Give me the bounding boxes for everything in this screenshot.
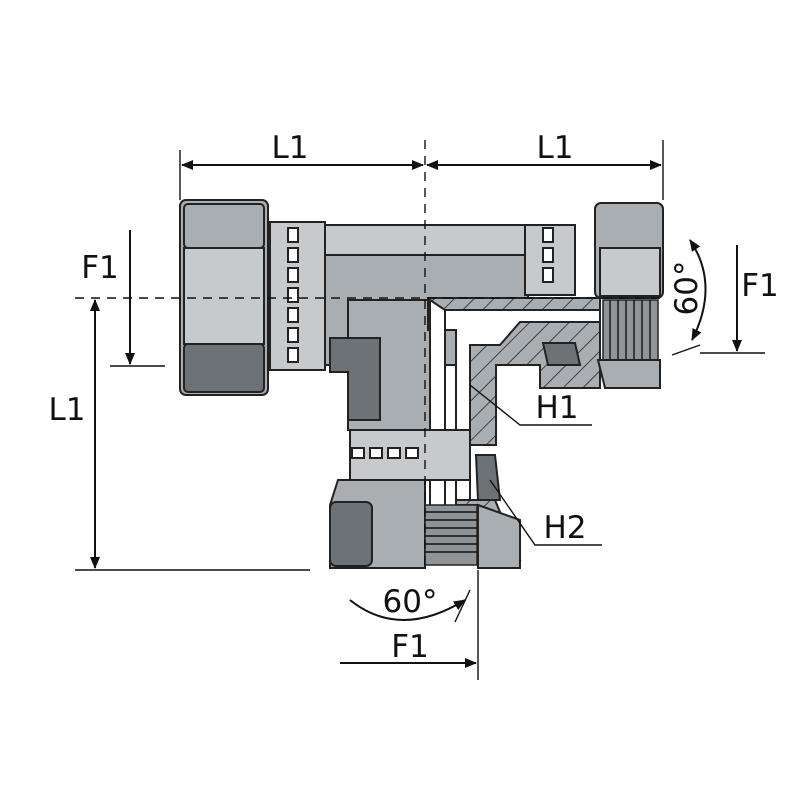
seal-h2-label: H2 <box>543 510 586 546</box>
bottom-angle-line <box>454 589 471 623</box>
bottom-swivel-nut <box>329 479 426 569</box>
right-seal-ring <box>541 342 582 366</box>
left-length-label: L1 <box>49 392 86 428</box>
right-angle-line <box>671 344 701 356</box>
right-thread <box>602 299 659 361</box>
right-angle-arc <box>689 239 707 341</box>
top-right-length-label: L1 <box>537 130 574 166</box>
bottom-nut-right <box>477 503 521 569</box>
left-thread-label: F1 <box>81 250 119 286</box>
right-thread-lines <box>609 300 651 360</box>
right-thread-label: F1 <box>741 268 779 304</box>
bottom-angle-label: 60° <box>383 584 438 620</box>
bottom-o-ring <box>351 447 419 459</box>
bottom-thread-label: F1 <box>391 629 429 665</box>
fitting-body <box>179 199 664 569</box>
h2-leader <box>489 479 602 546</box>
right-nut-lower <box>596 359 661 389</box>
right-o-ring <box>542 227 554 283</box>
bottom-seal-ring <box>474 454 502 501</box>
left-o-ring <box>287 227 299 363</box>
right-angle-label: 60° <box>669 261 705 316</box>
right-swivel-nut <box>594 202 664 299</box>
top-left-length-label: L1 <box>272 130 309 166</box>
h1-leader <box>469 384 592 426</box>
branch-shadow <box>329 337 381 421</box>
seal-h1-label: H1 <box>535 390 578 426</box>
bottom-thread-lines <box>425 511 477 553</box>
bottom-thread <box>424 504 478 566</box>
bottom-angle-arc <box>349 599 466 621</box>
